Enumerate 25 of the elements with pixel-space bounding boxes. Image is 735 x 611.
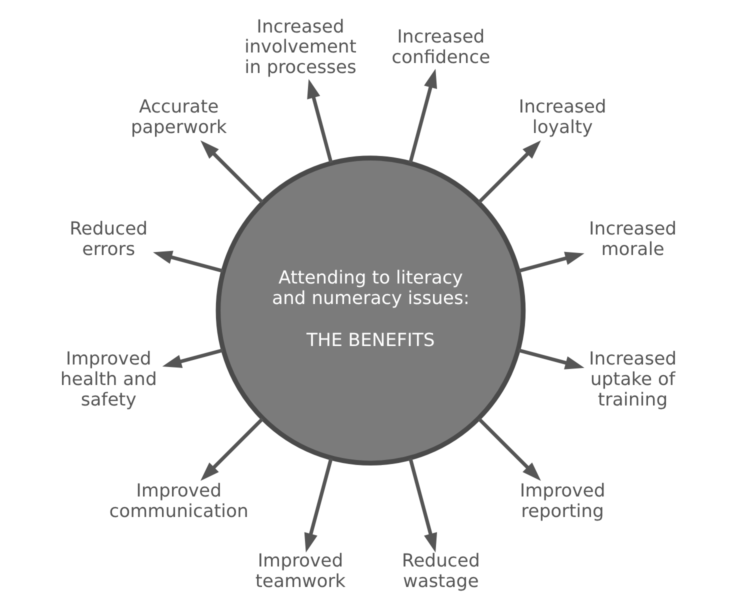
node-text: Increased morale bbox=[588, 218, 676, 260]
arrow bbox=[518, 348, 584, 370]
arrow bbox=[306, 79, 332, 164]
node-text: Increased loyalty bbox=[518, 96, 606, 138]
node-text: Improved health and safety bbox=[60, 348, 156, 410]
node-text: Increased confidence bbox=[391, 26, 490, 68]
arrow bbox=[162, 348, 223, 368]
arrow bbox=[200, 140, 264, 204]
node-text: Increased involvement in processes bbox=[244, 16, 356, 78]
arrow bbox=[477, 140, 540, 204]
arrow bbox=[304, 458, 332, 552]
node-text: Improved communication bbox=[108, 480, 248, 522]
arrow bbox=[408, 458, 437, 552]
node-text: Improved reporting bbox=[519, 480, 605, 522]
arrow bbox=[200, 418, 264, 481]
node-text: Accurate paperwork bbox=[130, 96, 226, 138]
arrow bbox=[408, 68, 437, 164]
arrow bbox=[152, 250, 223, 273]
node-text: Improved teamwork bbox=[254, 550, 346, 592]
node-text: Reduced errors bbox=[69, 218, 148, 260]
node-circle: Attending to literacy and numeracy issues: THE BENEFITS bbox=[215, 156, 526, 466]
arrow bbox=[477, 418, 540, 481]
node-text: Reduced wastage bbox=[401, 550, 480, 592]
arrow bbox=[518, 252, 584, 273]
node-text: Increased uptake of training bbox=[588, 348, 676, 410]
